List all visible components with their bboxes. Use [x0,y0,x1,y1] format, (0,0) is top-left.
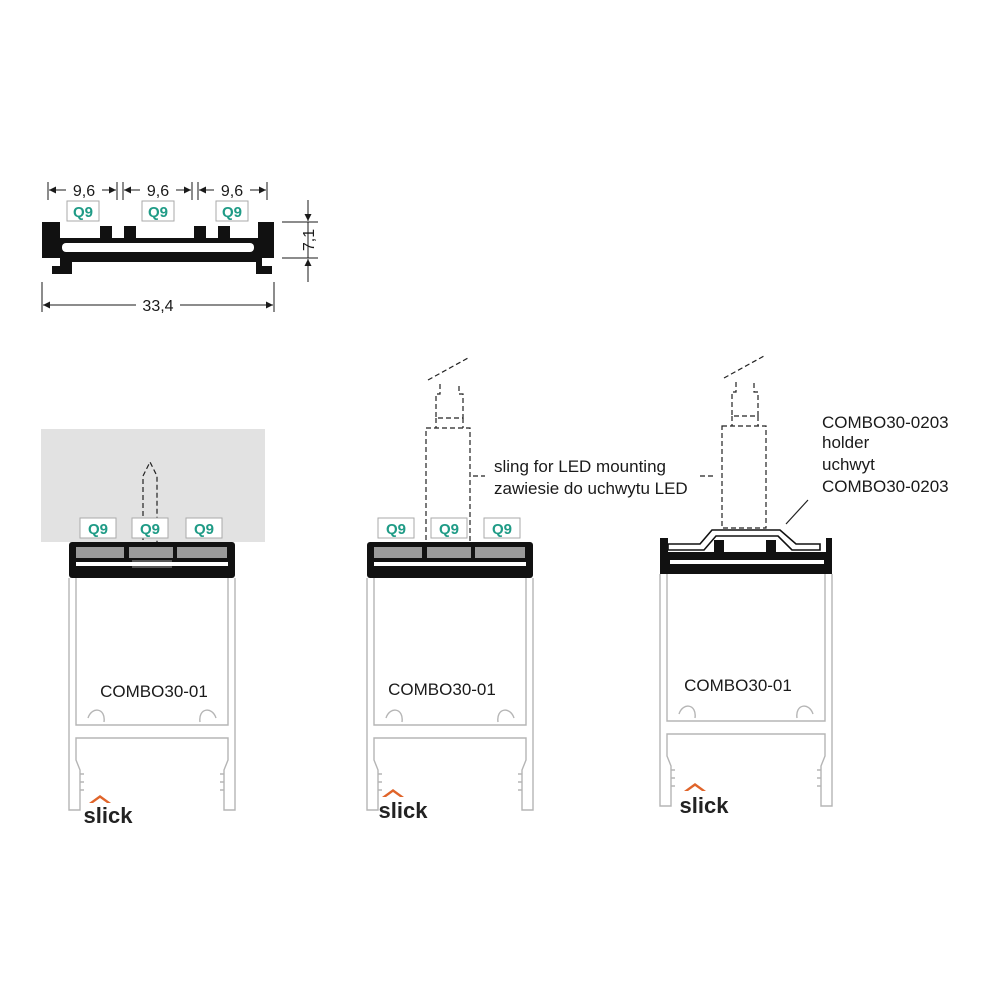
dim-height-label: 7,1 [301,229,318,251]
view-2-profile-name: COMBO30-01 [388,680,496,699]
view-2-annotation-line-2: zawiesie do uchwytu LED [494,479,688,498]
dim-total-width-label: 33,4 [142,298,173,315]
view-2-brand-i: i [397,798,403,823]
view-1-strip-2: Q9 [131,517,169,539]
svg-text:slick: slick [680,793,730,818]
holder-bracket [667,529,821,551]
view-2-annotation-line-1: sling for LED mounting [494,457,666,476]
view-3-annotation-line-4: COMBO30-0203 [822,477,949,496]
view-1: Q9 Q9 Q9 COMBO30-01 [41,429,265,828]
view-3-brand-prefix: sl [680,793,698,818]
view-1-brand-i: i [102,803,108,828]
brand-roof-icon [89,795,111,803]
view-3-brand-suffix: ck [704,793,729,818]
view-2-profile-body [366,578,534,811]
top-strip-3: Q9 [215,200,249,222]
view-1-brand-prefix: sl [84,803,102,828]
view-3-profile-body [659,574,833,807]
view-1-profile-name: COMBO30-01 [100,682,208,701]
brand-roof-icon [684,783,706,791]
view-3-annotation-line-1: COMBO30-0203 [822,413,949,432]
dim-width-1: 9,6 [47,180,118,200]
svg-text:slick: slick [379,798,429,823]
top-strip-1-label: Q9 [73,204,93,221]
view-1-strip-1-label: Q9 [88,521,108,538]
view-1-strip-1: Q9 [79,517,117,539]
view-2-strip-3-label: Q9 [492,521,512,538]
top-strip-2-label: Q9 [148,204,168,221]
view-1-profile-body [68,578,236,811]
view-2: sling for LED mounting zawiesie do uchwy… [366,357,688,823]
view-2-brand-logo: slick [379,789,429,823]
view-2-profile-head [367,542,533,578]
view-2-brand-prefix: sl [379,798,397,823]
brand-roof-icon [382,789,404,797]
view-1-strip-3: Q9 [185,517,223,539]
view-1-brand-logo: slick [84,795,134,828]
view-3-brand-logo: slick [680,783,730,818]
top-strip-2: Q9 [141,200,175,222]
view-1-brand-suffix: ck [108,803,133,828]
view-1-strip-2-label: Q9 [140,521,160,538]
view-2-strip-1-label: Q9 [386,521,406,538]
view-1-strip-3-label: Q9 [194,521,214,538]
dim-height: 7,1 [282,200,318,282]
view-3-brand-i: i [698,793,704,818]
view-2-strip-3: Q9 [483,517,521,539]
view-2-strip-2-label: Q9 [439,521,459,538]
top-profile-section: Q9 Q9 Q9 9,6 9,6 [41,180,318,315]
view-2-strip-1: Q9 [377,517,415,539]
view-2-strip-2: Q9 [430,517,468,539]
view-3-profile-name: COMBO30-01 [684,676,792,695]
dim-total-width: 33,4 [41,282,275,315]
svg-text:slick: slick [84,803,134,828]
view-3-annotation-line-2: holder [822,433,870,452]
top-strip-3-label: Q9 [222,204,242,221]
view-1-profile-head [69,542,235,578]
dashed-sling [721,355,767,529]
top-strip-1: Q9 [66,200,100,222]
dim-width-2: 9,6 [122,180,193,200]
dim-width-3: 9,6 [197,180,268,200]
dim-width-3-label: 9,6 [221,183,243,200]
view-3-profile-head [660,538,832,574]
view-3-annotation-line-3: uchwyt [822,455,875,474]
dim-width-1-label: 9,6 [73,183,95,200]
dim-width-2-label: 9,6 [147,183,169,200]
view-3: COMBO30-0203 holder uchwyt COMBO30-0203 … [659,355,949,818]
view-2-brand-suffix: ck [403,798,428,823]
dashed-holder [142,460,158,548]
